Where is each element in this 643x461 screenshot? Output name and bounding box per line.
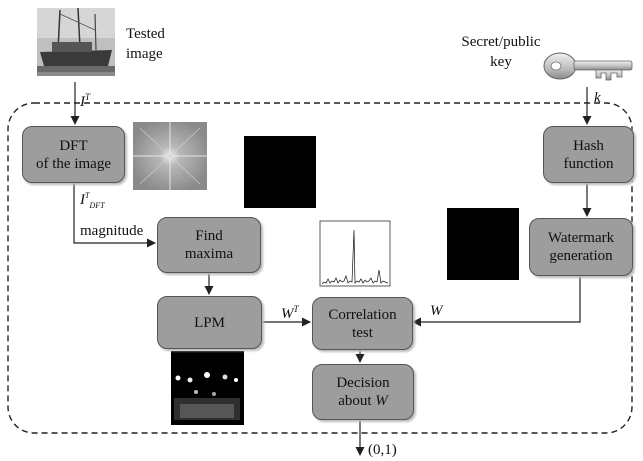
edge-label-it-sup: T <box>85 92 91 102</box>
hash-function-block: Hash function <box>543 126 634 183</box>
tested-image-thumbnail <box>37 7 115 76</box>
edge-label-idft-sub: DFT <box>89 201 105 210</box>
edge-label-idft-sup: T <box>85 191 90 200</box>
lpm-thumbnail <box>171 351 244 425</box>
output-label: (0,1) <box>368 442 397 458</box>
lpm-block: LPM <box>157 296 262 349</box>
dft-block-line1: DFT <box>59 137 88 154</box>
decision-line1: Decision <box>336 375 390 391</box>
edge-label-idft-base: I <box>80 192 85 208</box>
edge-label-w: W <box>430 303 443 319</box>
dft-block-line2: of the image <box>36 155 111 172</box>
decision-line2: about W <box>338 393 388 409</box>
key-icon <box>543 52 633 81</box>
correlation-line2: test <box>352 324 373 341</box>
edge-label-wt-sup: T <box>293 304 299 314</box>
lpm-label: LPM <box>194 314 225 331</box>
edge-label-wt-base: W <box>281 306 294 322</box>
connectors <box>70 82 592 456</box>
edge-label-idft: ITDFT <box>80 187 105 215</box>
tested-image-label: Tested image <box>126 24 165 64</box>
watermark-generation-block: Watermark generation <box>529 218 633 276</box>
correlation-line1: Correlation <box>328 306 397 323</box>
correlation-test-block: Correlation test <box>312 297 413 350</box>
dft-block: DFT of the image <box>22 126 125 183</box>
tested-image-label-line1: Tested <box>126 26 165 42</box>
hash-block-line2: function <box>563 155 614 172</box>
edge-label-k: k <box>594 90 601 106</box>
watermark-thumbnail <box>447 208 519 280</box>
hash-block-line1: Hash <box>573 137 604 154</box>
maxima-thumbnail <box>244 136 316 208</box>
key-label-line2: key <box>490 54 512 70</box>
decision-block: Decision about W <box>312 364 414 420</box>
key-label-line1: Secret/public <box>461 34 541 50</box>
edge-label-it: IT <box>80 88 90 111</box>
dft-thumbnail <box>133 122 207 190</box>
edge-label-magnitude: magnitude <box>80 223 144 239</box>
watermark-gen-line2: generation <box>549 248 613 264</box>
key-label: Secret/public key <box>458 32 544 72</box>
find-maxima-line1: Find <box>195 228 223 244</box>
tested-image-label-line2: image <box>126 46 163 62</box>
edge-label-it-base: I <box>80 94 85 110</box>
find-maxima-line2: maxima <box>184 246 234 262</box>
watermark-gen-line1: Watermark <box>547 230 615 246</box>
edge-label-wt: WT <box>281 300 299 323</box>
find-maxima-block: Find maxima <box>157 217 261 273</box>
decision-w-symbol: W <box>375 393 388 409</box>
correlation-plot-thumbnail <box>319 220 391 287</box>
